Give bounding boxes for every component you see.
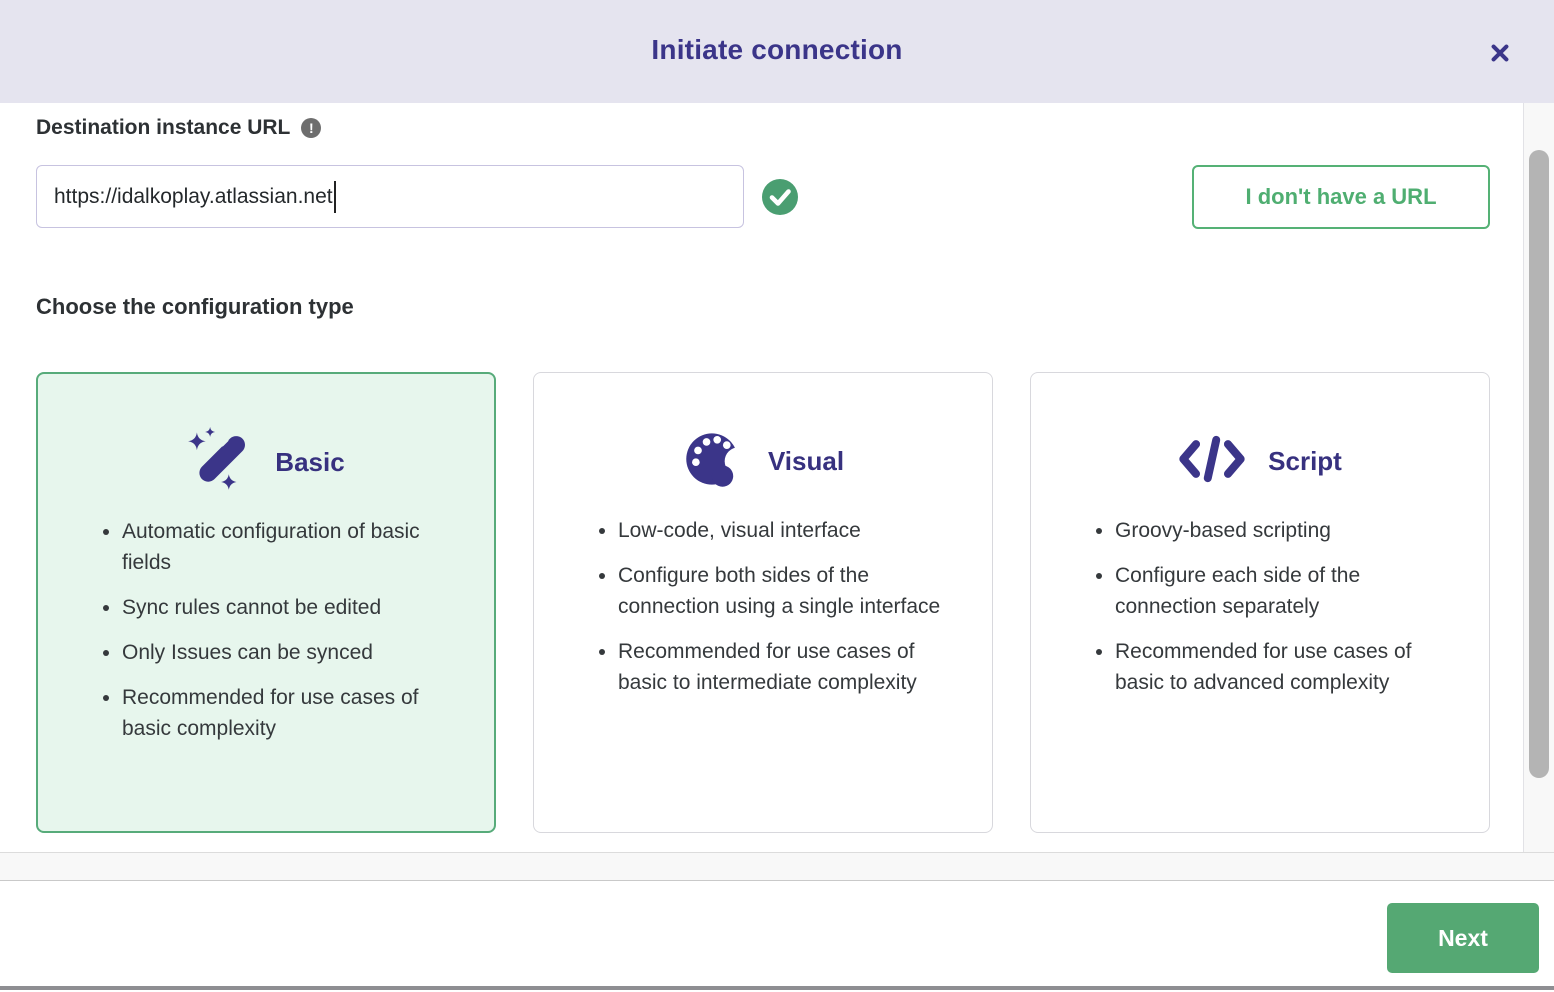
card-visual-header: Visual [534,425,992,497]
configuration-cards: Basic Automatic configuration of basic f… [36,372,1490,833]
destination-url-label: Destination instance URL [36,116,291,139]
card-basic-header: Basic [38,426,494,498]
bullet-item: Configure each side of the connection se… [1115,560,1439,622]
dialog-header: Initiate connection [0,0,1554,103]
next-button[interactable]: Next [1387,903,1539,973]
bullet-item: Automatic configuration of basic fields [122,516,446,578]
no-url-button[interactable]: I don't have a URL [1192,165,1490,229]
destination-url-value: https://idalkoplay.atlassian.net [54,184,333,208]
card-script-bullets: Groovy-based scripting Configure each si… [1031,515,1489,698]
card-visual-title: Visual [767,445,845,476]
info-icon[interactable]: ! [301,118,322,138]
horizontal-divider-strip [0,852,1554,881]
card-script[interactable]: Script Groovy-based scripting Configure … [1030,372,1490,833]
bullet-item: Groovy-based scripting [1115,515,1439,546]
vertical-scrollbar[interactable] [1523,103,1554,852]
configuration-type-heading: Choose the configuration type [36,294,354,319]
close-icon [1489,42,1511,67]
destination-url-label-row: Destination instance URL ! [36,116,322,140]
bullet-item: Recommended for use cases of basic to ad… [1115,636,1439,698]
card-basic-title: Basic [275,446,345,477]
card-basic-bullets: Automatic configuration of basic fields … [38,516,494,744]
bullet-item: Recommended for use cases of basic to in… [618,636,942,698]
dialog-footer: Next [0,881,1554,986]
card-script-header: Script [1031,425,1489,497]
card-visual[interactable]: Visual Low-code, visual interface Config… [533,372,993,833]
code-icon [1178,433,1246,490]
card-visual-bullets: Low-code, visual interface Configure bot… [534,515,992,698]
card-script-title: Script [1268,445,1342,476]
scrollbar-thumb[interactable] [1529,150,1549,778]
close-button[interactable] [1486,40,1514,68]
bullet-item: Only Issues can be synced [122,637,446,668]
palette-icon [682,427,753,496]
magic-wand-icon [187,426,253,498]
text-caret [333,180,336,213]
bullet-item: Recommended for use cases of basic compl… [122,682,446,744]
bullet-item: Low-code, visual interface [618,515,942,546]
destination-url-input[interactable]: https://idalkoplay.atlassian.net [36,165,744,228]
window-bottom-edge [0,986,1554,990]
bullet-item: Sync rules cannot be edited [122,592,446,623]
dialog-title: Initiate connection [651,34,903,65]
url-valid-check-icon [762,179,798,215]
card-basic[interactable]: Basic Automatic configuration of basic f… [36,372,496,833]
bullet-item: Configure both sides of the connection u… [618,560,942,622]
